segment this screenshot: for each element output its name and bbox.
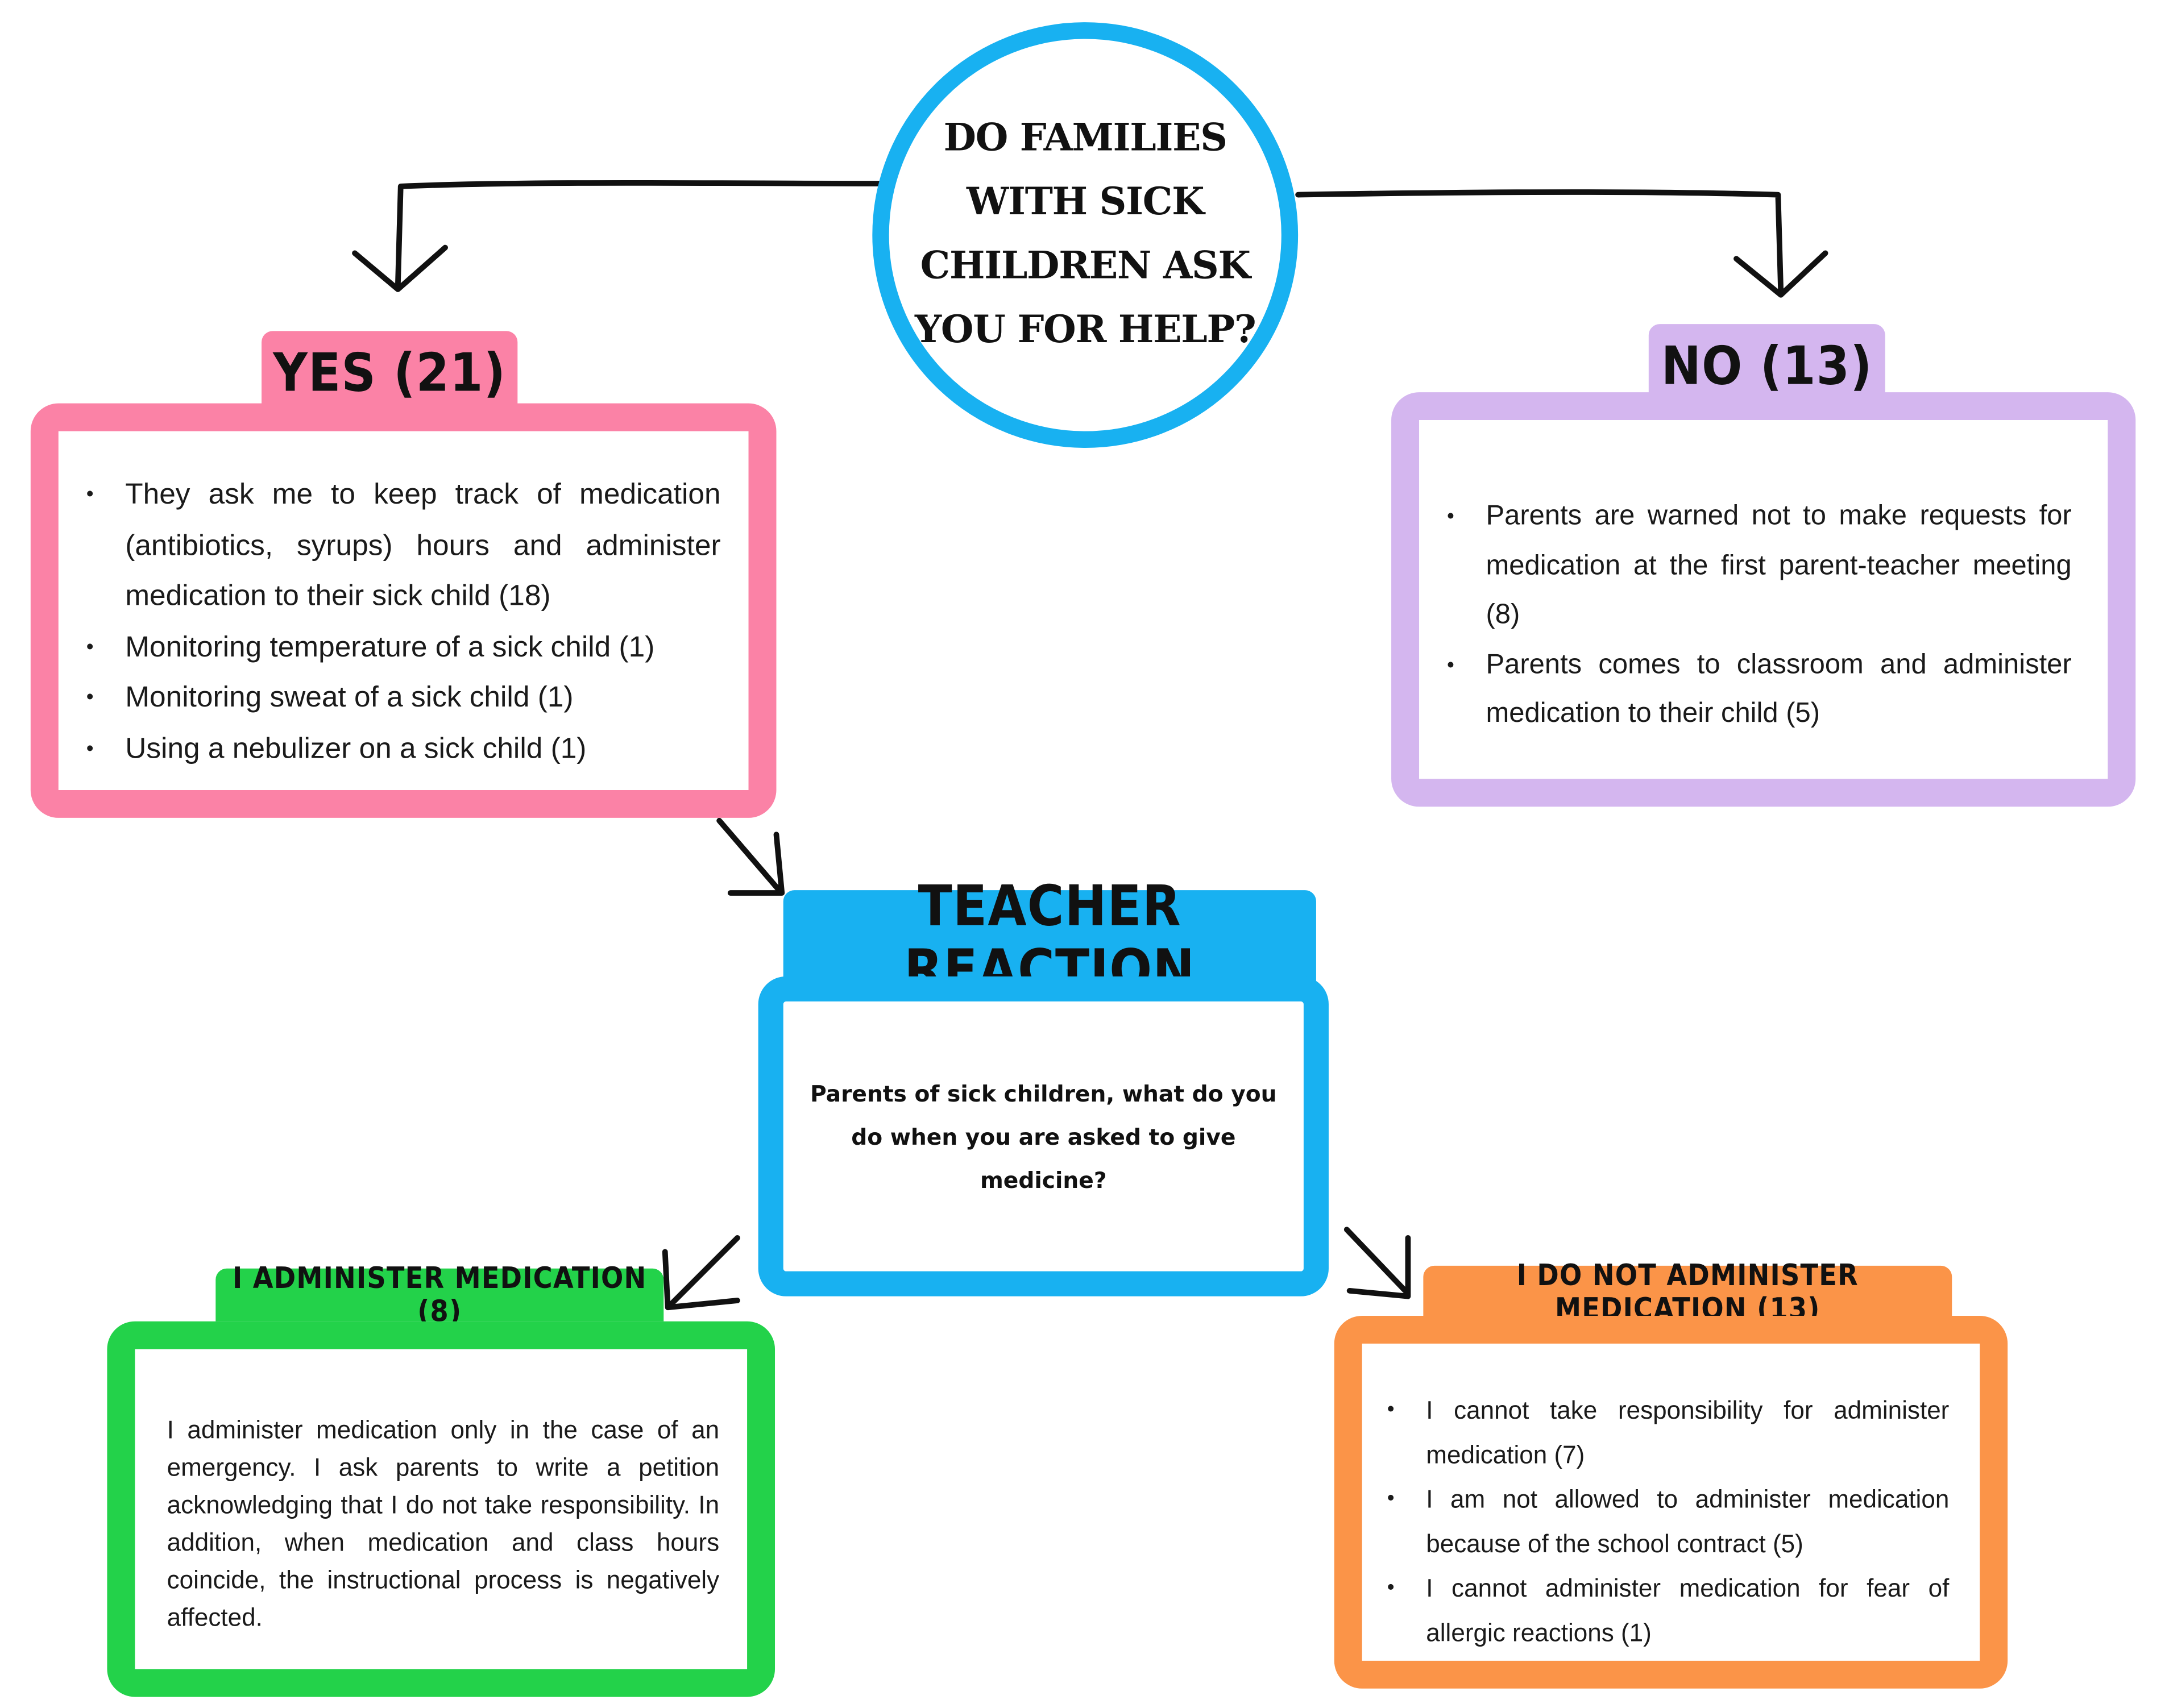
arrow-yes-to-teacher (716, 817, 782, 894)
list-item: Using a nebulizer on a sick child (1) (86, 724, 721, 775)
arrow-question-to-no (1295, 189, 1784, 295)
yes-box: They ask me to keep track of medication … (30, 403, 777, 818)
administer-text: I administer medication only in the case… (167, 1416, 720, 1632)
list-item: They ask me to keep track of medication … (86, 470, 721, 622)
arrow-head-teacher (727, 832, 785, 896)
arrow-teacher-to-notadmin (1343, 1227, 1408, 1294)
teacher-reaction-tab: TEACHER REACTION (783, 875, 1316, 1003)
list-item: Monitoring sweat of a sick child (1) (86, 673, 721, 724)
yes-tab: YES (21) (262, 331, 518, 415)
no-list: Parents are warned not to make requests … (1447, 492, 2072, 739)
question-circle: DO FAMILIES WITH SICK CHILDREN ASK YOU F… (872, 22, 1299, 448)
teacher-question: Parents of sick children, what do you do… (810, 1080, 1277, 1193)
administer-tab: I ADMINISTER MEDICATION (8) (215, 1262, 664, 1328)
not-administer-box: I cannot take responsibility for adminis… (1334, 1315, 2008, 1689)
no-box: Parents are warned not to make requests … (1391, 392, 2136, 807)
arrow-head-no (1733, 250, 1828, 298)
list-item: I cannot administer medication for fear … (1387, 1566, 1950, 1655)
list-item: I am not allowed to administer medicatio… (1387, 1477, 1950, 1566)
question-text: DO FAMILIES WITH SICK CHILDREN ASK YOU F… (914, 117, 1256, 352)
list-item: Parents are warned not to make requests … (1447, 492, 2072, 641)
arrow-head-yes (352, 244, 448, 292)
arrow-head-admin (662, 1249, 740, 1311)
not-administer-list: I cannot take responsibility for adminis… (1387, 1388, 1950, 1655)
teacher-reaction-box: Parents of sick children, what do you do… (758, 976, 1329, 1296)
arrow-teacher-to-admin (667, 1235, 740, 1308)
list-item: Parents comes to classroom and administe… (1447, 641, 2072, 739)
arrow-head-notadmin (1346, 1235, 1411, 1299)
administer-box: I administer medication only in the case… (107, 1321, 775, 1697)
arrow-question-to-yes (395, 180, 894, 288)
not-administer-tab: I DO NOT ADMINISTER MEDICATION (13) (1423, 1259, 1952, 1325)
list-item: I cannot take responsibility for adminis… (1387, 1388, 1950, 1477)
yes-list: They ask me to keep track of medication … (86, 470, 721, 775)
list-item: Monitoring temperature of a sick child (… (86, 622, 721, 673)
